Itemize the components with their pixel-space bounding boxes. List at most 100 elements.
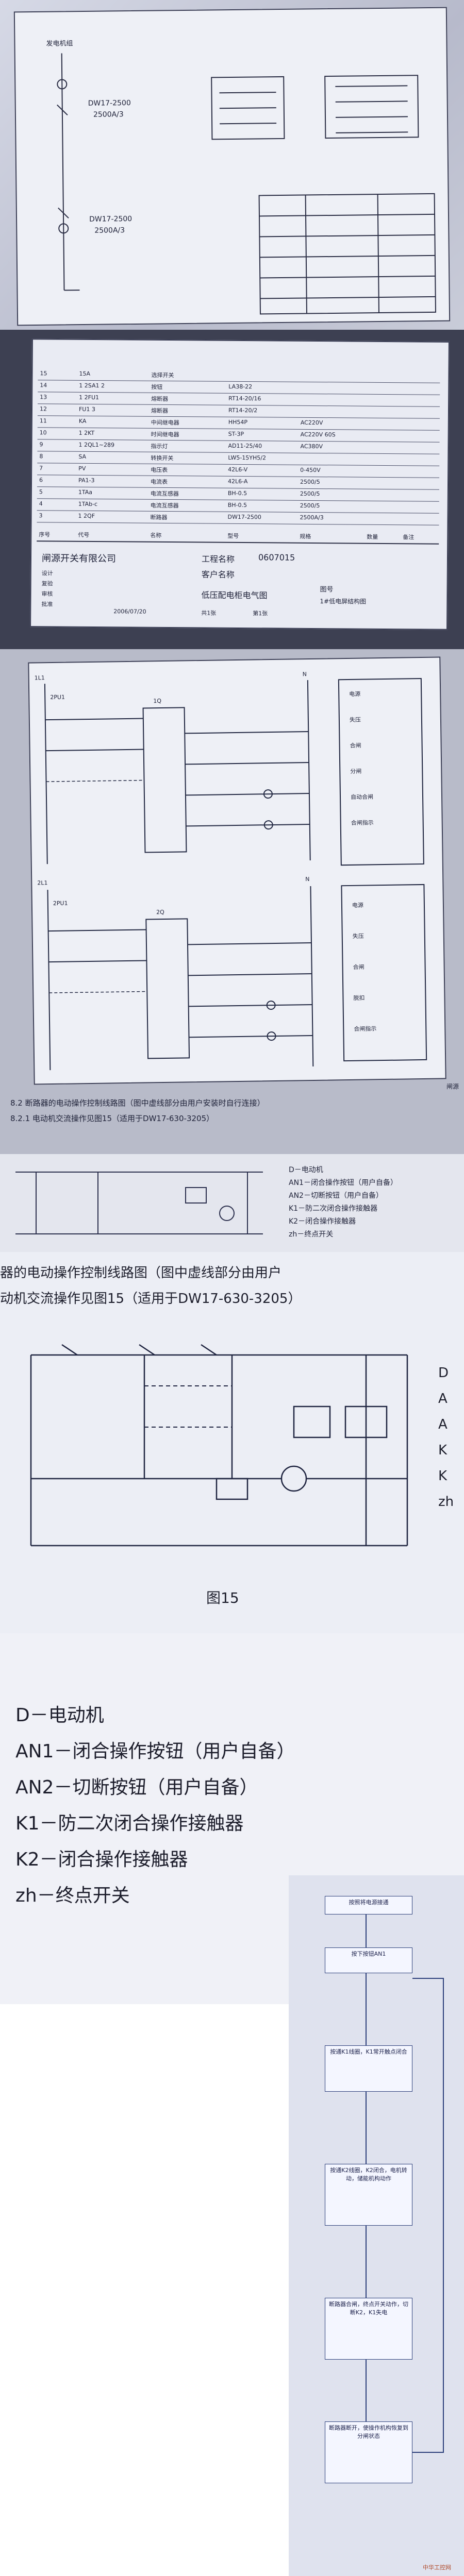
parts-cell-spec: 2500A/3	[300, 514, 324, 521]
legend-large-2: AN2－切断按钮（用户自备）	[15, 1777, 258, 1798]
figure15-caption: 图15	[206, 1589, 239, 1606]
flow-step-1: 按照将电源接通	[325, 1896, 412, 1914]
legend-top-2: 合闸	[350, 742, 361, 749]
parts-cell-no: 6	[39, 477, 43, 484]
flowchart-arrows-svg	[366, 1914, 444, 2453]
parts-cell-code: PA1-3	[78, 477, 95, 484]
parts-cell-name: 按钮	[151, 383, 163, 391]
drawing-date: 2006/07/20	[113, 608, 146, 615]
parts-cell-code: 1 2QF	[78, 512, 95, 520]
label-approve: 批准	[41, 601, 53, 608]
legend-large-5: zh－终点开关	[15, 1885, 130, 1906]
label-2q: 2Q	[156, 908, 164, 916]
parts-cell-code: 1 2KT	[78, 429, 95, 437]
parts-cell-name: 电流互感器	[150, 502, 179, 510]
parts-cell-code: 1 2SA1 2	[79, 382, 105, 389]
parts-cell-name: 转换开关	[151, 454, 174, 462]
parts-cell-model: LA38-22	[228, 383, 253, 391]
breaker1-rating: 2500A/3	[93, 110, 124, 119]
panel-motor-circuit-small: D－电动机 AN1－闭合操作按钮（用户自备） AN2－切断按钮（用户自备） K1…	[0, 1154, 464, 1252]
parts-cell-no: 11	[39, 417, 47, 425]
parts-cell-name: 选择开关	[151, 371, 174, 379]
flow-step-5: 断路器合闸，终点开关动作，切断K2，K1失电	[325, 2298, 412, 2360]
control-circuit-svg	[44, 677, 427, 1071]
side-letter-0: D	[438, 1365, 449, 1381]
parts-cell-model: RT14-20/2	[228, 406, 258, 414]
breaker1-model: DW17-2500	[88, 99, 131, 108]
sheet-control-circuit: 1L1 2PU1 1Q N 2L1 2PU1 2Q N 电源 失压 合闸 分闸 …	[28, 656, 446, 1085]
parts-cell-name: 熔断器	[151, 395, 169, 403]
table-divider	[37, 540, 439, 545]
parts-cell-no: 7	[39, 465, 43, 472]
flow-step-3: 按通K1线圈，K1常开触点闭合	[325, 2045, 412, 2092]
parts-cell-code: 1 2QL1~289	[78, 441, 115, 449]
project-number: 0607015	[258, 552, 295, 563]
motor-circuit-small-svg	[15, 1172, 263, 1234]
figure15-heading-1: 器的电动操作控制线路图（图中虚线部分由用户	[0, 1265, 282, 1281]
label-design: 设计	[41, 570, 53, 577]
parts-cell-name: 电流表	[150, 478, 168, 486]
parts-cell-model: BH-0.5	[227, 489, 247, 497]
label-2pu1-top: 2PU1	[50, 693, 65, 701]
parts-cell-name: 时间继电器	[151, 431, 179, 438]
legend-top-0: 电源	[349, 690, 361, 698]
legend-large-1: AN1－闭合操作按钮（用户自备）	[15, 1741, 295, 1762]
parts-cell-name: 熔断器	[151, 407, 169, 415]
panel-legend-large: D－电动机 AN1－闭合操作按钮（用户自备） AN2－切断按钮（用户自备） K1…	[0, 1633, 464, 2004]
drawing-code-label: 图号	[320, 586, 334, 594]
panel-figure-15: 器的电动操作控制线路图（图中虚线部分由用户 动机交流操作见图15（适用于DW17…	[0, 1252, 464, 1633]
small-legend-1: AN1－闭合操作按钮（用户自备）	[289, 1179, 397, 1187]
parts-cell-model: BH-0.5	[227, 501, 247, 509]
parts-cell-code: KA	[78, 417, 87, 425]
small-legend-0: D－电动机	[289, 1166, 323, 1174]
side-letter-5: zh	[438, 1494, 454, 1510]
small-legend-2: AN2－切断按钮（用户自备）	[289, 1192, 383, 1200]
small-legend-5: zh－终点开关	[289, 1230, 334, 1239]
small-legend-3: K1－防二次闭合操作接触器	[289, 1205, 378, 1213]
legend-bottom-0: 电源	[352, 902, 364, 909]
label-2pu1-bottom: 2PU1	[53, 900, 68, 907]
parts-cell-no: 10	[39, 429, 47, 436]
legend-bottom-4: 合闸指示	[354, 1025, 377, 1032]
label-1q: 1Q	[153, 698, 162, 705]
flow-step-4: 按通K2线圈，K2闭合，电机转动，储能机构动作	[325, 2164, 412, 2226]
flow-step-6: 断路器断开，使操作机构恢复到分闸状态	[325, 2421, 412, 2483]
parts-cell-no: 3	[39, 512, 43, 519]
legend-bottom-1: 失压	[352, 933, 364, 940]
hdr-name: 名称	[150, 532, 162, 539]
parts-cell-spec: 2500/5	[300, 490, 320, 498]
parts-cell-spec: AC220V	[300, 419, 323, 427]
breaker2-rating: 2500A/3	[94, 226, 125, 235]
hdr-model: 型号	[227, 532, 239, 539]
parts-cell-model: HH54P	[228, 418, 248, 426]
project-label: 工程名称	[201, 554, 235, 564]
side-note: 闸源	[446, 1083, 459, 1090]
generator-label: 发电机组	[46, 40, 73, 48]
parts-cell-model: LW5-15YH5/2	[228, 454, 267, 462]
hdr-code: 代号	[78, 531, 90, 538]
label-review: 复验	[41, 580, 53, 587]
parts-cell-no: 14	[40, 382, 47, 389]
legend-top-4: 自动合闸	[350, 793, 374, 801]
label-2l1: 2L1	[37, 879, 48, 887]
parts-cell-model: DW17-2500	[227, 513, 261, 521]
parts-cell-code: 1TAb-c	[78, 500, 98, 508]
hdr-no: 序号	[39, 531, 51, 538]
panel-control-circuit: 1L1 2PU1 1Q N 2L1 2PU1 2Q N 电源 失压 合闸 分闸 …	[0, 649, 464, 1154]
parts-cell-spec: 2500/5	[300, 502, 320, 510]
parts-cell-name: 指示灯	[151, 443, 168, 450]
hdr-note: 备注	[403, 534, 415, 541]
parts-cell-model: 42L6-A	[227, 478, 248, 485]
parts-cell-no: 13	[40, 394, 47, 401]
hdr-qty: 数量	[367, 533, 378, 540]
caption-control-circuit: 8.2 断路器的电动操作控制线路图（图中虚线部分由用户安装时自行连接）	[10, 1098, 265, 1108]
label-n-bottom: N	[305, 876, 310, 883]
legend-large-3: K1－防二次闭合操作接触器	[15, 1813, 244, 1834]
figure15-svg	[30, 1344, 408, 1547]
parts-cell-no: 12	[39, 405, 47, 413]
legend-top-5: 合闸指示	[351, 819, 374, 826]
parts-cell-no: 8	[39, 453, 43, 460]
label-n-top: N	[302, 671, 307, 678]
